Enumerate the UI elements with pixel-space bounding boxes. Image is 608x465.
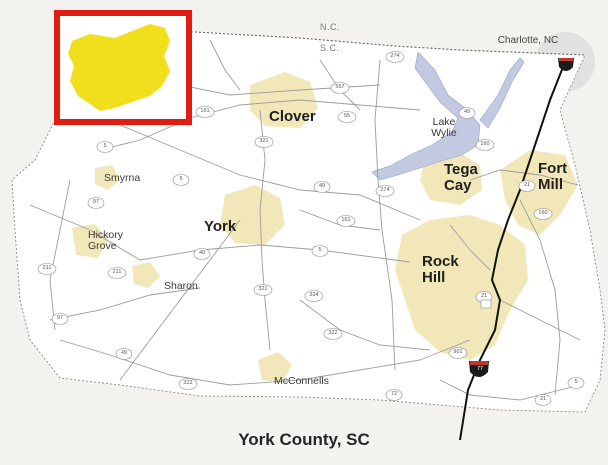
route-77: 77 <box>476 366 484 372</box>
route-274: 274 <box>390 53 400 59</box>
route-5-smyrna: 5 <box>179 176 183 182</box>
place-sharon: Sharon <box>164 280 198 292</box>
urban-fort-mill <box>500 150 578 235</box>
route-274-south: 274 <box>380 187 390 193</box>
route-shields <box>37 51 585 406</box>
inset-locator <box>54 10 192 125</box>
route-161: 161 <box>200 108 210 114</box>
route-21-fort-mill: 21 <box>523 182 531 188</box>
route-97-south: 97 <box>56 315 64 321</box>
route-557: 557 <box>335 84 345 90</box>
route-211-west: 211 <box>42 265 52 271</box>
inset-map <box>68 24 170 111</box>
place-rock-hill: Rock Hill <box>422 253 459 286</box>
interstate-shield <box>469 361 489 377</box>
urban-rock-hill <box>395 215 528 360</box>
interstate-77 <box>459 61 566 441</box>
urban-tega-cay <box>420 150 482 205</box>
state-label-nc: N.C. <box>320 22 340 32</box>
route-5-west: 5 <box>103 143 107 149</box>
urban-york <box>220 185 285 245</box>
state-label-sc: S.C. <box>320 43 340 53</box>
route-901: 901 <box>453 349 463 355</box>
urban-sharon <box>132 262 160 288</box>
interstate-shield-north <box>558 58 574 71</box>
urban-smyrna <box>95 165 120 190</box>
route-161-east: 161 <box>341 217 351 223</box>
route-21-south: 21 <box>539 396 547 402</box>
place-fort-mill: Fort Mill <box>538 160 568 193</box>
place-mcconnells: McConnells <box>274 375 329 387</box>
place-york: York <box>204 218 237 235</box>
route-97-north: 97 <box>92 199 100 205</box>
route-49-west: 49 <box>198 250 206 256</box>
inset-county-shape <box>68 24 170 111</box>
route-5-east: 5 <box>318 247 322 253</box>
place-lake-wylie: Lake Wylie <box>431 116 457 140</box>
place-hickory-grove: Hickory Grove <box>88 229 124 253</box>
state-line <box>194 31 586 56</box>
route-324: 324 <box>309 292 319 298</box>
lake-wylie-arm <box>479 57 525 129</box>
route-55: 55 <box>343 113 351 119</box>
place-smyrna: Smyrna <box>104 172 141 184</box>
route-5-southeast: 5 <box>574 379 578 385</box>
route-49-east: 49 <box>318 183 326 189</box>
route-322-west: 322 <box>183 380 193 386</box>
route-321-north: 321 <box>259 138 269 144</box>
place-clover: Clover <box>269 108 316 125</box>
route-322-east: 322 <box>328 330 338 336</box>
place-tega-cay: Tega Cay <box>444 161 478 194</box>
road-network <box>29 39 581 401</box>
urban-areas <box>72 72 578 382</box>
route-160-fort-mill: 160 <box>538 210 548 216</box>
urban-clover <box>250 72 318 128</box>
route-72: 72 <box>390 391 398 397</box>
urban-mcconnells <box>258 352 292 382</box>
route-49-lake: 49 <box>463 109 471 115</box>
map-title: York County, SC <box>238 430 370 449</box>
route-21-rock-hill: 21 <box>480 293 488 299</box>
route-321-south: 321 <box>258 286 268 292</box>
route-211-sharon: 211 <box>112 269 122 275</box>
route-49-south: 49 <box>120 350 128 356</box>
urban-hickory-grove <box>72 224 108 258</box>
place-charlotte: Charlotte, NC <box>497 35 559 46</box>
route-160-north: 160 <box>480 141 490 147</box>
